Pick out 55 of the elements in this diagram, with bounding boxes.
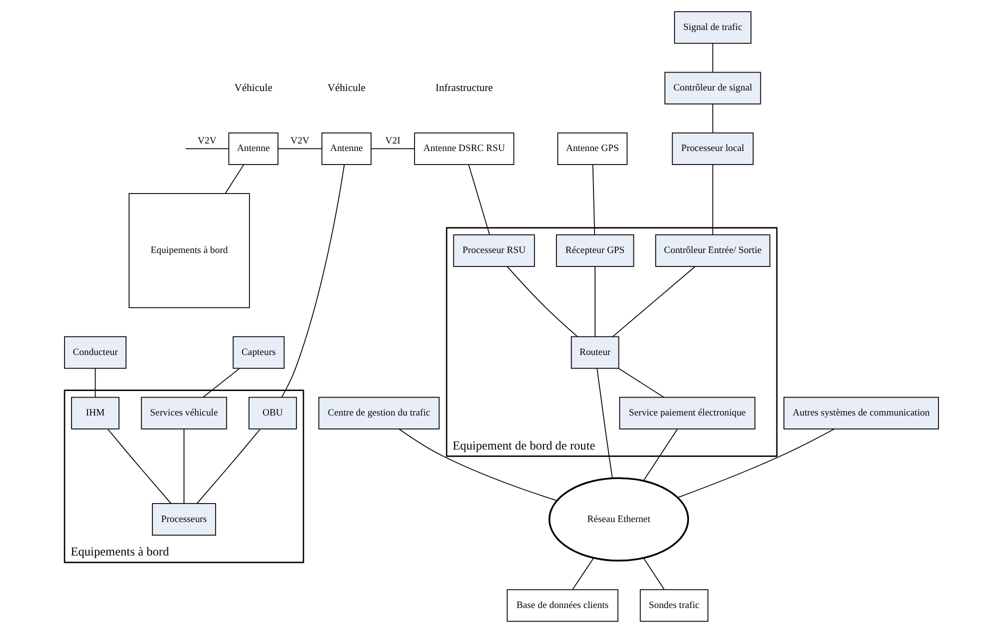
edge-label: V2V <box>197 135 216 146</box>
node-box: Processeur local <box>671 132 754 165</box>
node-box: IHM <box>70 396 119 430</box>
node-box: Routeur <box>570 336 619 369</box>
connector <box>612 266 696 337</box>
connector <box>712 43 713 72</box>
node-box: Antenne GPS <box>556 132 628 165</box>
connector <box>676 428 834 498</box>
label: Véhicule <box>326 82 365 94</box>
node-box: Antenne <box>228 132 278 165</box>
connector <box>592 164 595 236</box>
connector <box>202 368 240 398</box>
connector <box>370 148 414 150</box>
label: Véhicule <box>234 82 272 94</box>
node-box: Base de données clients <box>506 589 618 622</box>
node-box: Service paiement électronique <box>618 396 755 430</box>
connector <box>594 266 595 338</box>
node-box: Processeur RSU <box>452 234 534 267</box>
connector <box>398 428 557 501</box>
connector <box>277 148 322 150</box>
connector <box>224 164 244 194</box>
connector <box>183 428 184 504</box>
connector <box>106 428 171 504</box>
node-box: Antenne <box>320 132 372 165</box>
node-box: Contrôleur de signal <box>664 72 761 104</box>
node-box: Signal de trafic <box>674 11 751 44</box>
node-box: Services véhicule <box>140 396 227 430</box>
node-box: Contrôleur Entrée/ Sortie <box>654 234 770 267</box>
node-ellipse: Réseau Ethernet <box>548 477 689 562</box>
node-box: Centre de gestion du trafic <box>318 396 440 430</box>
connector <box>642 428 678 482</box>
connector <box>94 368 96 398</box>
node-box: Processeurs <box>151 503 216 536</box>
edge-label: V2V <box>290 135 309 146</box>
node-box: Sondes trafic <box>639 589 708 622</box>
connector <box>572 558 594 590</box>
connector <box>506 266 578 338</box>
connector <box>618 368 664 398</box>
edge-label: V2I <box>384 135 400 146</box>
node-box: Conducteur <box>64 336 126 369</box>
connector <box>596 368 612 479</box>
node-box: Autres systèmes de communication <box>782 396 938 430</box>
node-box: OBU <box>248 396 296 430</box>
connector <box>196 428 260 504</box>
connector <box>642 558 664 590</box>
connector <box>280 164 344 398</box>
node-box: Antenne DSRC RSU <box>414 132 514 165</box>
node-box: Equipements à bord <box>128 193 250 308</box>
node-box: Récepteur GPS <box>555 234 634 267</box>
connector <box>468 164 490 236</box>
connector <box>184 148 229 150</box>
connector <box>712 104 713 133</box>
connector <box>712 164 713 236</box>
label: Infrastructure <box>435 82 492 94</box>
node-box: Capteurs <box>232 336 284 369</box>
